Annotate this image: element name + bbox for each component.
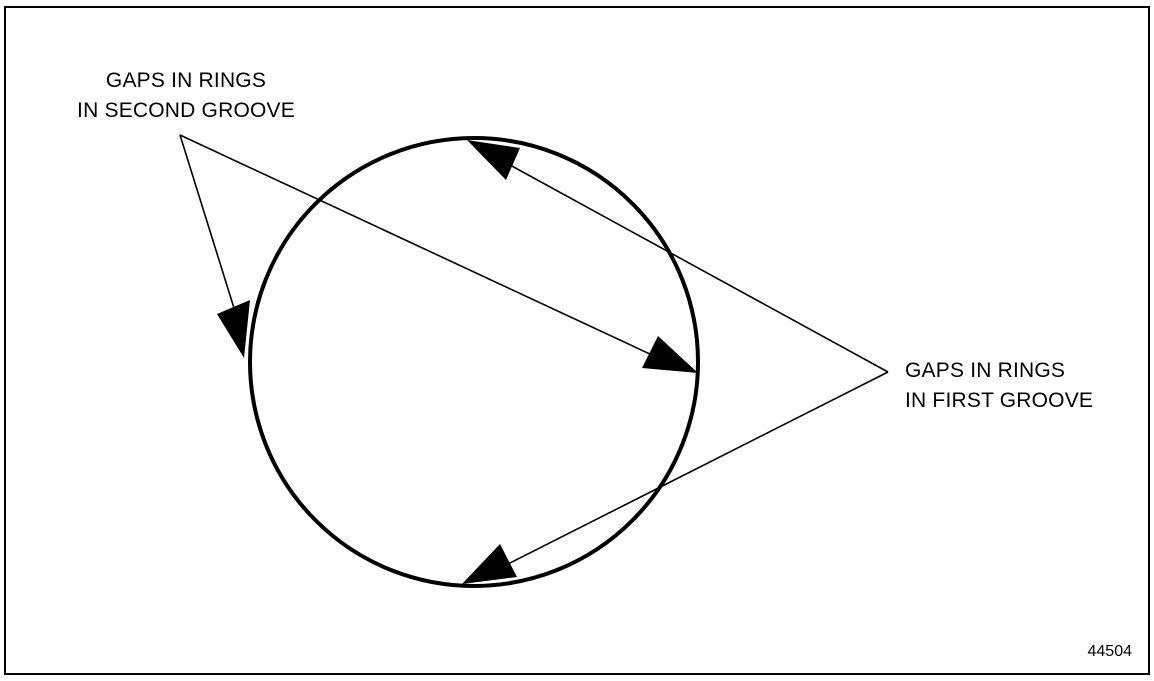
second-groove-arrowhead-right (642, 336, 698, 373)
first-groove-label-line-1: GAPS IN RINGS (905, 359, 1066, 382)
figure-number: 44504 (1087, 643, 1133, 660)
first-groove-arrowhead-top (467, 140, 520, 180)
first-groove-arrowhead-bottom (462, 544, 517, 584)
first-groove-leaders (505, 164, 889, 566)
diagram-frame (4, 6, 1150, 675)
second-groove-leaders (179, 134, 653, 356)
second-groove-label-line-1: GAPS IN RINGS (105, 69, 267, 92)
first-groove-label: GAPS IN RINGS IN FIRST GROOVE (905, 356, 1093, 416)
piston-ring-circle (248, 136, 700, 588)
second-groove-leader-left (179, 134, 235, 309)
second-groove-label-line-2: IN SECOND GROOVE (77, 99, 295, 122)
second-groove-label: GAPS IN RINGS IN SECOND GROOVE (0, 66, 372, 126)
first-groove-leader-top (509, 164, 889, 373)
first-groove-label-line-2: IN FIRST GROOVE (905, 389, 1094, 412)
second-groove-arrowhead-left (217, 300, 250, 358)
second-groove-leader-right (179, 134, 653, 356)
first-groove-leader-bottom (505, 371, 889, 566)
